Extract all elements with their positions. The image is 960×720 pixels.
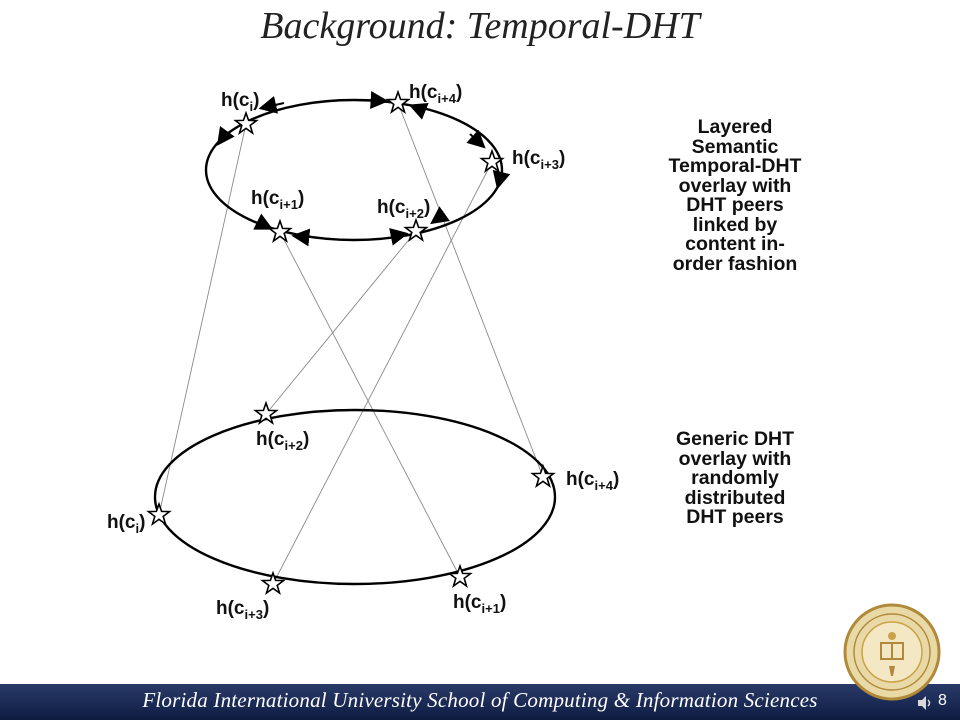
page-number: 8 xyxy=(938,692,947,709)
bottom-ring: h(ci+2) h(ci+4) h(ci) h(ci+3) h(ci+1) xyxy=(107,402,619,622)
arrow-ci-ci4 xyxy=(258,96,285,114)
star-bottom-ci4 xyxy=(531,465,555,487)
top-label-ci2: h(ci+2) xyxy=(377,197,430,221)
bottom-label-ci1: h(ci+1) xyxy=(453,592,506,616)
generic-overlay-description: Generic DHT overlay with randomly distri… xyxy=(675,428,795,528)
mapping-line-ci xyxy=(158,123,247,516)
arrow-ci1-ci2 xyxy=(291,228,311,247)
slide-title: Background: Temporal-DHT xyxy=(260,5,700,47)
speaker-icon[interactable] xyxy=(916,694,934,712)
top-ring: h(ci) h(ci+4) h(ci+3) h(ci+1) h(ci+2) xyxy=(204,82,565,247)
star-bottom-ci xyxy=(147,503,171,525)
arrow-ci3-b xyxy=(492,169,511,190)
top-label-ci1: h(ci+1) xyxy=(251,188,304,212)
bottom-ring-ellipse xyxy=(153,408,557,586)
arrow-ci2-ci3 xyxy=(430,206,450,225)
bottom-label-ci4: h(ci+4) xyxy=(566,469,619,493)
top-label-ci4: h(ci+4) xyxy=(409,82,462,106)
arrow-ci4-ci3 xyxy=(408,102,429,120)
star-top-ci1 xyxy=(268,220,292,242)
bottom-label-ci2: h(ci+2) xyxy=(256,429,309,453)
bottom-label-ci: h(ci) xyxy=(107,512,145,536)
arrow-ci1-a xyxy=(253,213,274,230)
top-label-ci3: h(ci+3) xyxy=(512,148,565,172)
mapping-line-ci2 xyxy=(265,230,417,415)
mapping-line-ci1 xyxy=(279,231,461,578)
mapping-line-ci4 xyxy=(397,102,544,478)
arrow-ci4-ci xyxy=(369,91,389,110)
layered-overlay-description: Layered Semantic Temporal-DHT overlay wi… xyxy=(668,116,802,275)
arrow-ci3-a xyxy=(466,129,486,149)
footer-bar: Florida International University School … xyxy=(0,684,960,720)
star-top-ci xyxy=(234,112,258,134)
bottom-label-ci3: h(ci+3) xyxy=(216,598,269,622)
star-top-ci4 xyxy=(386,91,410,113)
arrow-ci-b xyxy=(216,126,235,146)
dht-diagram: h(ci) h(ci+4) h(ci+3) h(ci+1) h(ci+2) h(… xyxy=(107,82,619,622)
mapping-lines xyxy=(158,102,544,585)
top-label-ci: h(ci) xyxy=(221,90,259,114)
mapping-line-ci3 xyxy=(272,161,493,585)
footer-text: Florida International University School … xyxy=(142,688,818,712)
star-top-ci2 xyxy=(404,219,428,241)
arrow-ci2-ci1 xyxy=(389,227,409,246)
university-seal-icon xyxy=(843,603,941,701)
